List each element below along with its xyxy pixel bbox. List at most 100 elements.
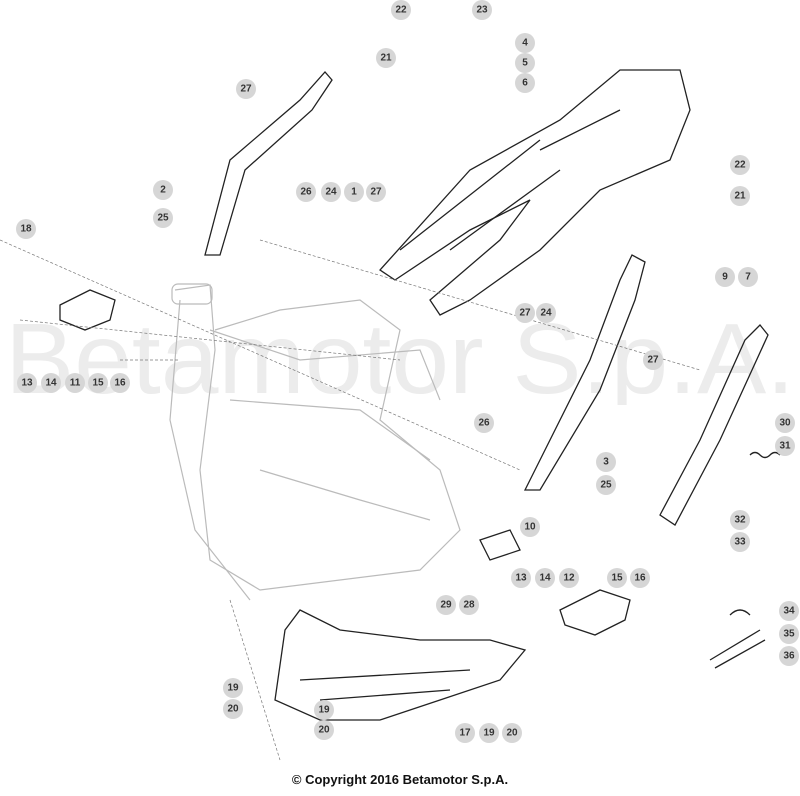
callout-circle [515,53,535,73]
callout-circle [366,182,386,202]
callout-label: 10 [524,522,536,533]
callout-circle [502,723,522,743]
left-side-panel [204,71,333,256]
callout-22: 22 [391,0,411,20]
callout-label: 28 [463,600,475,611]
callout-circle [515,33,535,53]
callout-label: 24 [325,187,337,198]
callout-label: 23 [476,5,488,16]
callout-21: 21 [376,48,396,68]
callout-label: 12 [563,573,575,584]
callout-29: 29 [436,595,456,615]
callout-label: 27 [370,187,382,198]
callout-circle [455,723,475,743]
callout-label: 5 [522,58,528,69]
callout-circle [630,568,650,588]
callout-27: 27 [643,350,663,370]
callout-circle [321,182,341,202]
callout-25: 25 [596,475,616,495]
callout-circle [559,568,579,588]
callout-25: 25 [153,208,173,228]
callout-26: 26 [474,413,494,433]
callout-circle [153,208,173,228]
callout-circle [643,350,663,370]
callout-5: 5 [515,53,535,73]
callout-16: 16 [630,568,650,588]
callout-circle [223,699,243,719]
callout-label: 26 [300,187,312,198]
callout-15: 15 [88,373,108,393]
callout-label: 19 [227,683,239,694]
skid-plate [274,609,527,721]
callout-17: 17 [455,723,475,743]
callout-20: 20 [502,723,522,743]
callout-circle [520,517,540,537]
callout-circle [223,678,243,698]
callout-12: 12 [559,568,579,588]
callout-circle [236,79,256,99]
callout-16: 16 [110,373,130,393]
callout-circle [730,532,750,552]
callout-circle [41,373,61,393]
callout-19: 19 [314,700,334,720]
callout-label: 22 [734,160,746,171]
springs [709,609,766,669]
callout-32: 32 [730,510,750,530]
callout-14: 14 [41,373,61,393]
callout-circle [738,267,758,287]
callout-circle [775,436,795,456]
callout-24: 24 [536,303,556,323]
callout-13: 13 [511,568,531,588]
callout-label: 27 [647,355,659,366]
callout-22: 22 [730,155,750,175]
callout-circle [88,373,108,393]
callout-label: 27 [240,84,252,95]
callout-label: 34 [783,606,795,617]
callout-label: 13 [21,378,33,389]
main-frame [169,283,461,601]
callout-10: 10 [520,517,540,537]
callout-label: 25 [157,213,169,224]
callout-label: 15 [611,573,623,584]
callout-label: 3 [603,457,609,468]
callout-23: 23 [472,0,492,20]
callout-19: 19 [223,678,243,698]
callout-27: 27 [366,182,386,202]
callout-circle [515,73,535,93]
callout-circle [775,413,795,433]
callout-4: 4 [515,33,535,53]
callout-28: 28 [459,595,479,615]
right-side-panel [523,254,646,491]
callout-31: 31 [775,436,795,456]
callout-24: 24 [321,182,341,202]
callout-circle [536,303,556,323]
callout-label: 19 [318,705,330,716]
callout-14: 14 [535,568,555,588]
callout-circle [535,568,555,588]
copyright-text: © Copyright 2016 Betamotor S.p.A. [291,772,509,787]
callout-2: 2 [153,180,173,200]
callout-36: 36 [779,646,799,666]
callout-label: 26 [478,418,490,429]
callout-label: 29 [440,600,452,611]
callout-label: 7 [745,272,751,283]
callout-label: 18 [20,224,32,235]
callout-20: 20 [314,720,334,740]
callout-21: 21 [730,186,750,206]
leader-lines [0,239,701,761]
callout-6: 6 [515,73,535,93]
callout-label: 32 [734,515,746,526]
callout-label: 16 [114,378,126,389]
callout-label: 13 [515,573,527,584]
callout-label: 20 [506,728,518,739]
callout-circle [314,720,334,740]
callout-circle [511,568,531,588]
rear-subframe [379,69,691,316]
callout-circle [459,595,479,615]
callout-circle [479,723,499,743]
callout-35: 35 [779,624,799,644]
callout-circle [779,646,799,666]
callout-18: 18 [16,219,36,239]
